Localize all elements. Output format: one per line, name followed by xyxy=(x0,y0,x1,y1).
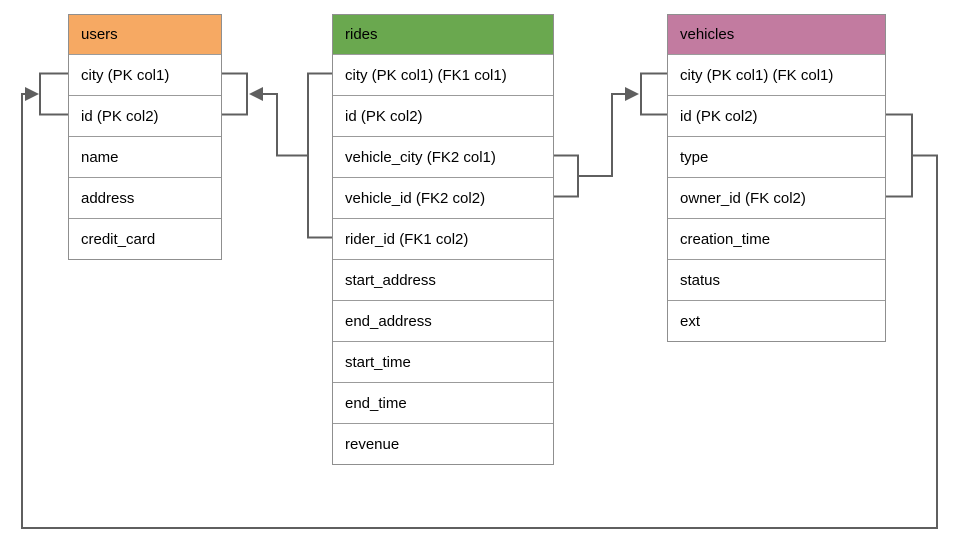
table-vehicles-column-row: creation_time xyxy=(668,218,885,259)
table-rides-columns: city (PK col1) (FK1 col1) id (PK col2) v… xyxy=(333,54,553,464)
table-vehicles-column-row: ext xyxy=(668,300,885,341)
fk-users-bracket xyxy=(39,72,68,116)
table-rides-column-row: start_address xyxy=(333,259,553,300)
table-users-columns: city (PK col1) id (PK col2) name address… xyxy=(69,54,221,259)
table-rides: rides city (PK col1) (FK1 col1) id (PK c… xyxy=(332,14,554,465)
table-rides-column-row: vehicle_id (FK2 col2) xyxy=(333,177,553,218)
table-users-column-row: city (PK col1) xyxy=(69,54,221,95)
fk1-rides-bracket xyxy=(307,72,332,239)
fk1-link-line xyxy=(262,93,308,157)
table-rides-column-row: start_time xyxy=(333,341,553,382)
table-rides-column-row: rider_id (FK1 col2) xyxy=(333,218,553,259)
table-users-column-row: id (PK col2) xyxy=(69,95,221,136)
fk1-arrowhead-left-icon xyxy=(249,87,263,101)
table-rides-column-row: end_address xyxy=(333,300,553,341)
table-users: users city (PK col1) id (PK col2) name a… xyxy=(68,14,222,260)
table-users-column-row: credit_card xyxy=(69,218,221,259)
table-users-column-row: address xyxy=(69,177,221,218)
table-users-column-row: name xyxy=(69,136,221,177)
fk2-vehicles-bracket xyxy=(640,72,667,116)
table-vehicles-header: vehicles xyxy=(668,15,885,54)
fk-vehicles-bracket xyxy=(885,113,913,198)
fk-arrowhead-right-icon xyxy=(25,87,39,101)
table-rides-column-row: city (PK col1) (FK1 col1) xyxy=(333,54,553,95)
table-rides-header: rides xyxy=(333,15,553,54)
table-vehicles-column-row: status xyxy=(668,259,885,300)
table-rides-column-row: id (PK col2) xyxy=(333,95,553,136)
table-vehicles-column-row: owner_id (FK col2) xyxy=(668,177,885,218)
table-users-header: users xyxy=(69,15,221,54)
table-rides-column-row: revenue xyxy=(333,423,553,464)
table-vehicles-column-row: city (PK col1) (FK col1) xyxy=(668,54,885,95)
table-vehicles: vehicles city (PK col1) (FK col1) id (PK… xyxy=(667,14,886,342)
table-rides-column-row: vehicle_city (FK2 col1) xyxy=(333,136,553,177)
fk2-rides-bracket xyxy=(553,154,579,198)
table-vehicles-column-row: type xyxy=(668,136,885,177)
fk2-link-line xyxy=(578,93,625,177)
fk1-users-bracket xyxy=(221,72,248,116)
table-vehicles-columns: city (PK col1) (FK col1) id (PK col2) ty… xyxy=(668,54,885,341)
table-vehicles-column-row: id (PK col2) xyxy=(668,95,885,136)
table-rides-column-row: end_time xyxy=(333,382,553,423)
fk2-arrowhead-right-icon xyxy=(625,87,639,101)
